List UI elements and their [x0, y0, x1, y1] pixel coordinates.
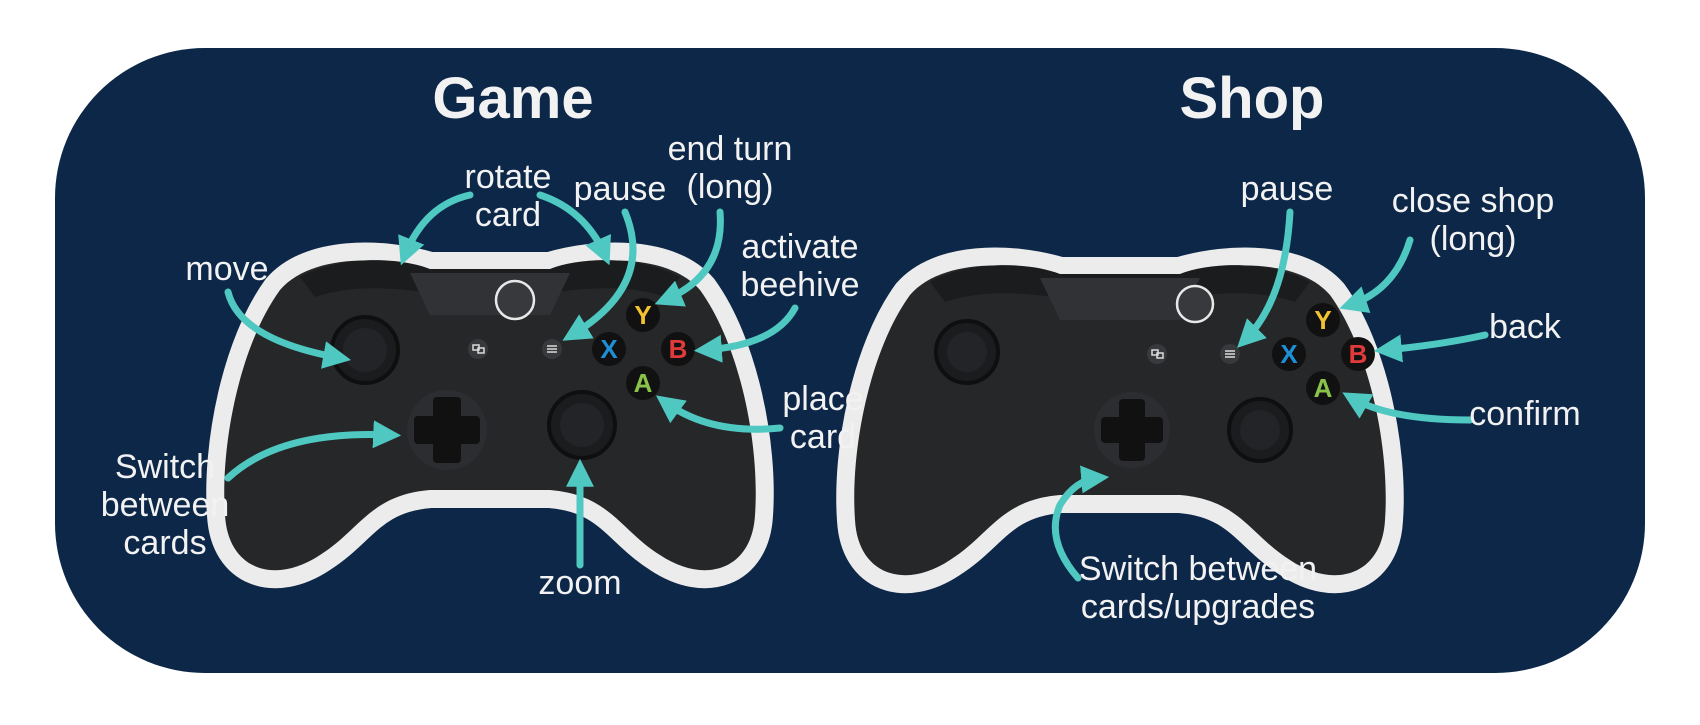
label-close-shop-line2: (long) [1430, 220, 1517, 258]
svg-text:Y: Y [1314, 305, 1331, 335]
arrow-shop-confirm [1342, 392, 1474, 424]
face-button-y: Y [626, 298, 660, 332]
label-end-turn-line1: end turn [668, 130, 793, 168]
svg-text:A: A [634, 368, 653, 398]
home-button-icon [494, 279, 536, 321]
arrow-activate [693, 304, 799, 363]
face-button-b: B [661, 332, 695, 366]
label-shop-pause: pause [1241, 170, 1334, 208]
arrow-rotate-right [536, 191, 611, 266]
label-back: back [1489, 308, 1562, 346]
svg-text:X: X [1280, 339, 1298, 369]
label-switch-line1: Switch [115, 448, 215, 486]
arrow-switch [224, 420, 402, 482]
svg-text:X: X [600, 334, 618, 364]
label-switch-line2: between [101, 486, 230, 524]
label-shop-switch-line2: cards/upgrades [1081, 588, 1315, 626]
label-confirm: confirm [1469, 395, 1580, 433]
arrow-shop-pause [1237, 208, 1294, 348]
game-labels: rotate card pause end turn (long) move a… [101, 130, 864, 602]
label-activate-line1: activate [741, 228, 858, 266]
face-button-b: B [1341, 337, 1375, 371]
view-button-icon [468, 339, 488, 359]
dpad [1094, 392, 1170, 468]
shop-controller: Y X B A [854, 265, 1386, 575]
label-switch-line3: cards [123, 524, 206, 562]
view-button-icon [1147, 344, 1167, 364]
label-place-line1: place [782, 380, 863, 418]
annotation-arrows [224, 191, 1489, 582]
label-shop-switch-line1: Switch between [1079, 550, 1317, 588]
label-move: move [185, 250, 268, 288]
label-place-line2: card [790, 418, 856, 456]
arrow-pause [562, 208, 637, 341]
face-button-y: Y [1306, 303, 1340, 337]
face-button-a: A [626, 366, 660, 400]
menu-button-icon [1220, 344, 1240, 364]
home-button-icon [1175, 284, 1215, 324]
arrow-rotate-left [398, 191, 474, 266]
svg-text:B: B [1349, 339, 1368, 369]
dpad [407, 390, 487, 470]
shop-title: Shop [1180, 66, 1325, 131]
face-button-x: X [1272, 337, 1306, 371]
label-pause: pause [574, 170, 667, 208]
shop-labels: pause close shop (long) back confirm Swi… [1079, 170, 1581, 626]
label-activate-line2: beehive [740, 266, 859, 304]
arrow-shop-back [1373, 331, 1489, 363]
face-button-a: A [1306, 371, 1340, 405]
label-close-shop-line1: close shop [1392, 182, 1555, 220]
label-zoom: zoom [538, 564, 621, 602]
svg-text:B: B [669, 334, 688, 364]
arrow-move [224, 288, 352, 369]
label-end-turn-line2: (long) [687, 168, 774, 206]
svg-text:Y: Y [634, 300, 651, 330]
arrow-end-turn [654, 208, 724, 307]
arrow-shop-switch [1051, 465, 1110, 582]
arrow-place [655, 395, 784, 433]
label-rotate-line2: card [475, 196, 541, 234]
game-controller: Y X B A [224, 260, 756, 570]
label-rotate-line1: rotate [465, 158, 552, 196]
svg-text:A: A [1314, 373, 1333, 403]
arrow-shop-close [1339, 236, 1414, 313]
face-button-x: X [592, 332, 626, 366]
menu-button-icon [542, 339, 562, 359]
game-title: Game [432, 66, 593, 131]
